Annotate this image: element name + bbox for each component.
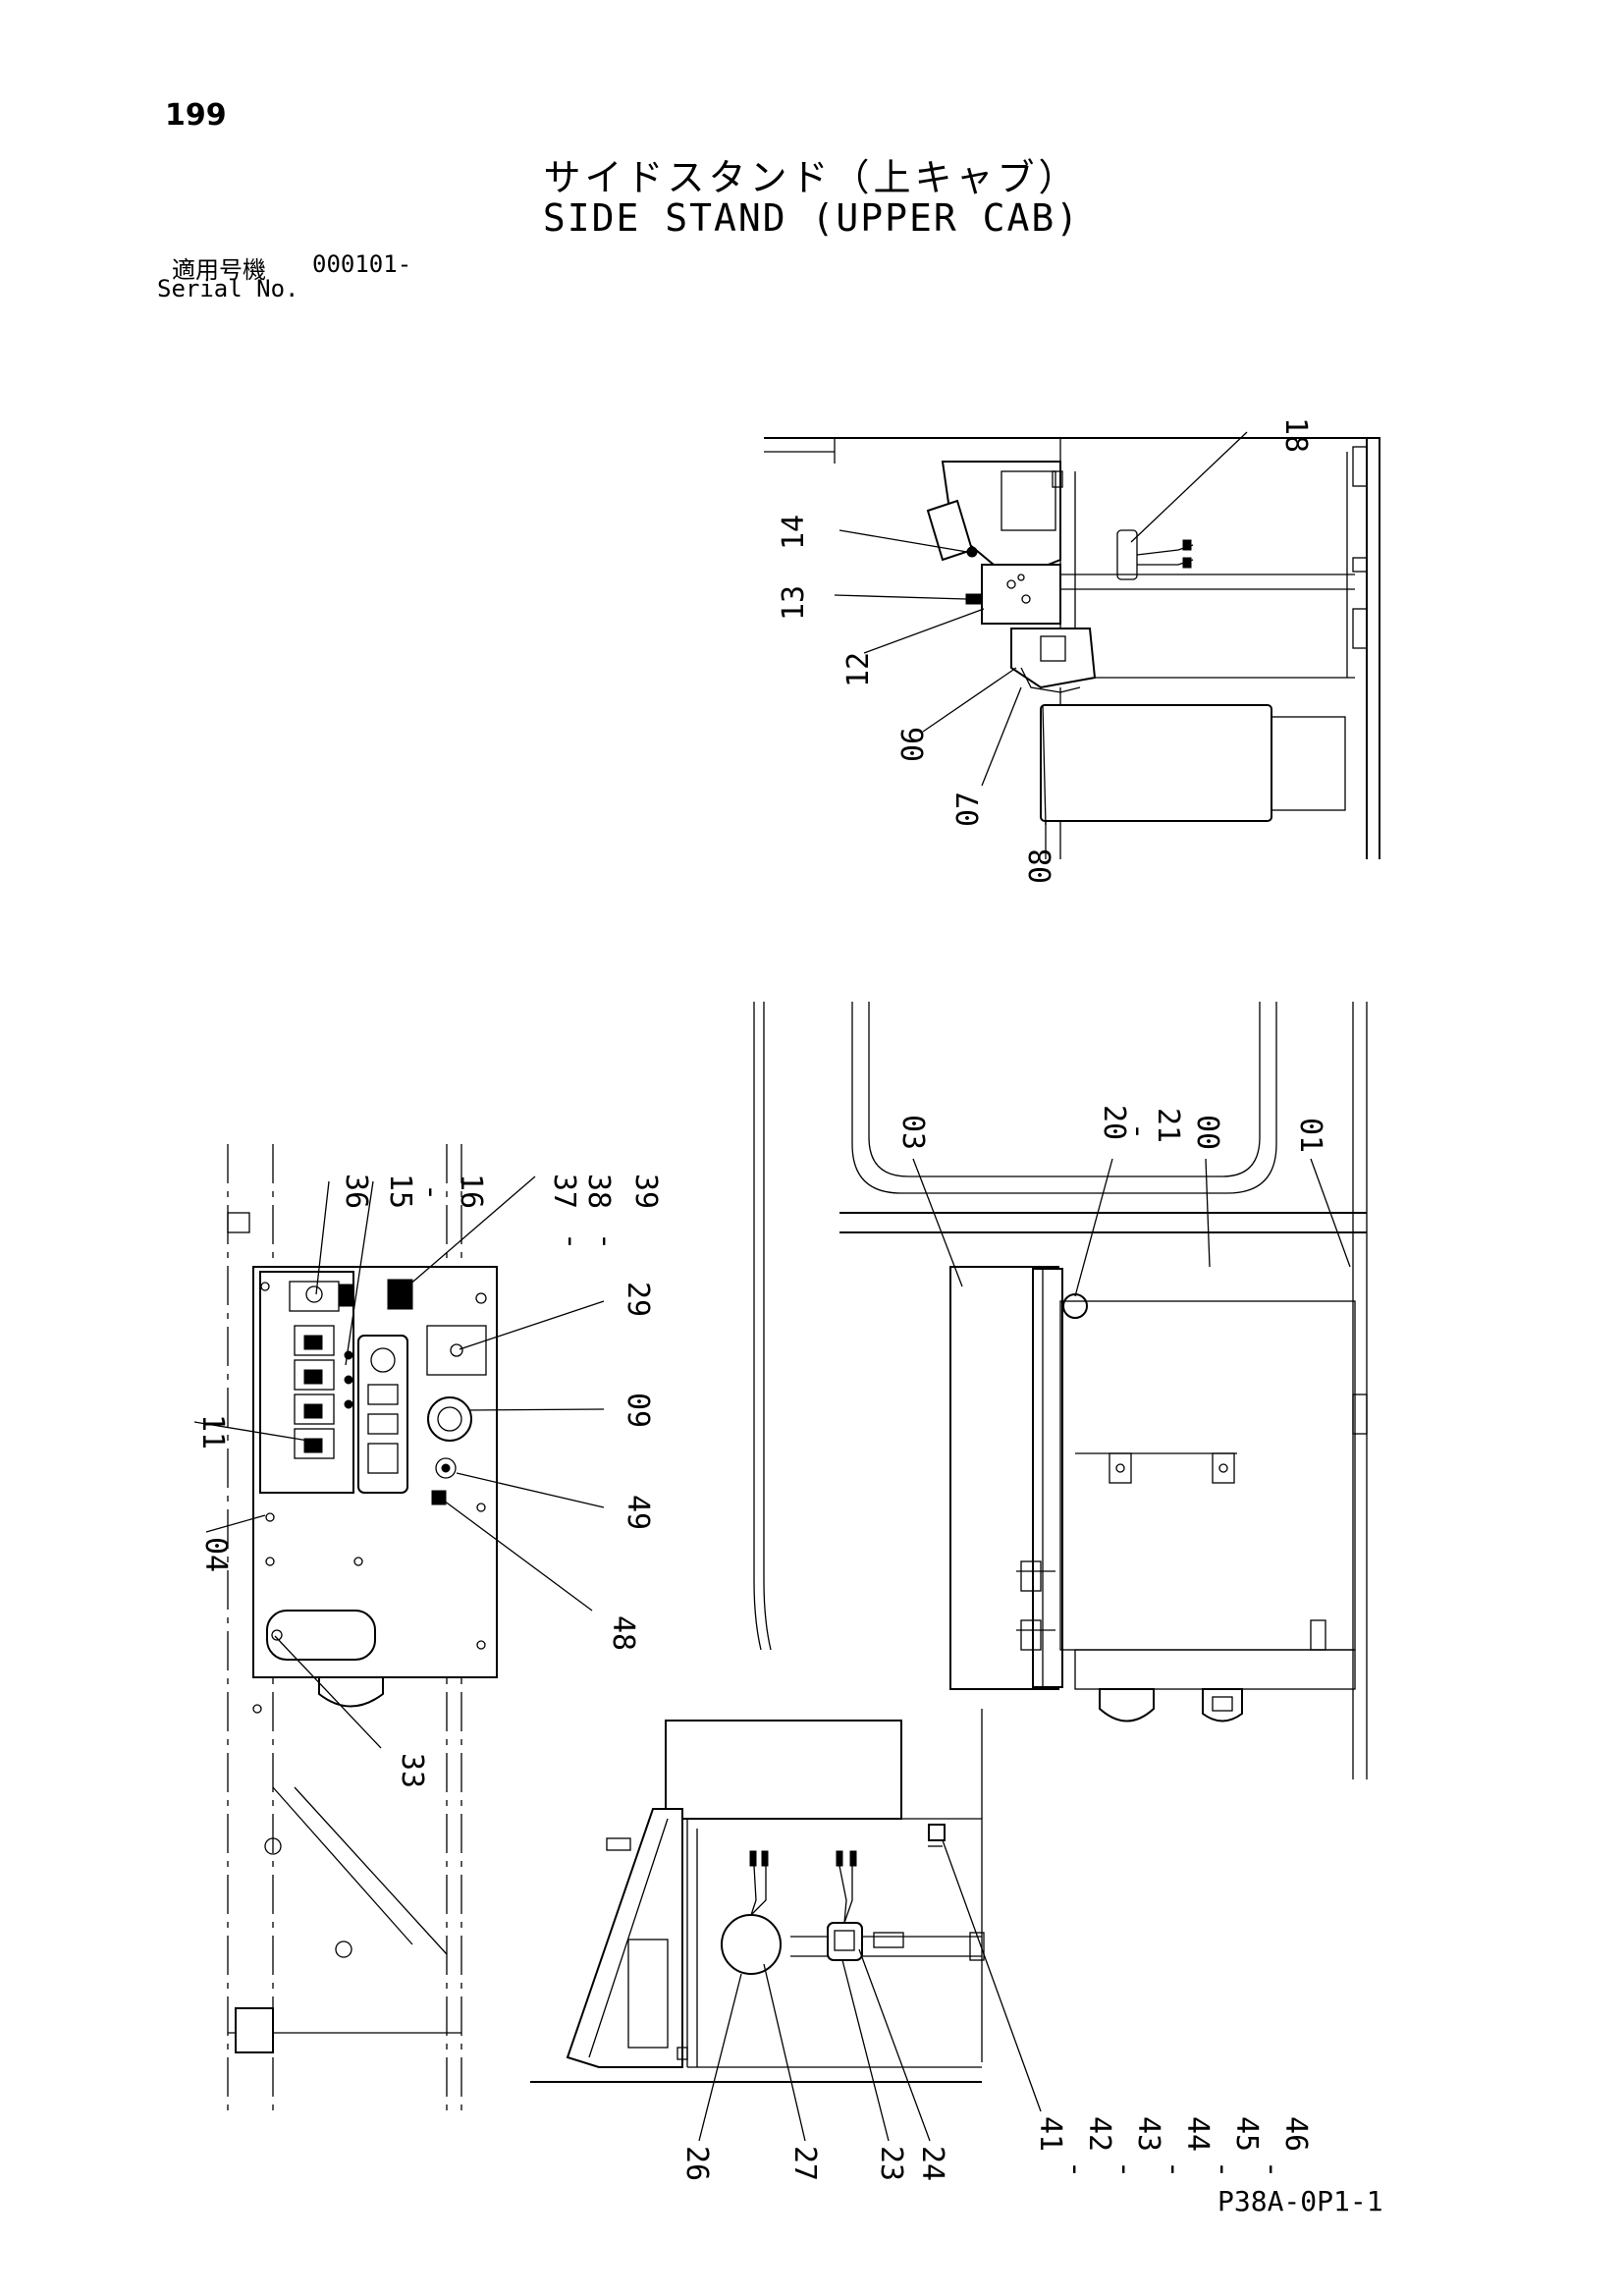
callout-09: 09 (621, 1393, 655, 1428)
callout-41-dash: - (1058, 2160, 1093, 2178)
callout-46: 46 (1278, 2116, 1313, 2152)
callout-07: 07 (951, 792, 986, 827)
callout-37: 37 (547, 1174, 581, 1209)
leader-lines-left (193, 1175, 605, 1749)
callout-24: 24 (915, 2146, 949, 2181)
document-code: P38A-0P1-1 (1217, 2185, 1383, 2217)
callout-12: 12 (841, 652, 876, 687)
callout-44-dash: - (1206, 2160, 1240, 2178)
callout-18: 18 (1278, 417, 1313, 453)
callout-27: 27 (787, 2146, 822, 2181)
callout-26: 26 (679, 2146, 714, 2181)
callout-20: 20 (1097, 1105, 1131, 1140)
callout-16: 16 (454, 1174, 488, 1209)
callout-14: 14 (777, 515, 811, 550)
leader-lines-top (834, 431, 1248, 826)
callout-21: 21 (1151, 1108, 1185, 1143)
callout-23: 23 (874, 2146, 908, 2181)
callout-20-dash: - (1121, 1122, 1156, 1140)
callout-42-dash: - (1108, 2160, 1142, 2178)
callout-38-dash: - (588, 1232, 622, 1250)
serial-label-english: Serial No. (157, 275, 299, 302)
callout-13: 13 (777, 585, 811, 621)
top-right-view (764, 437, 1380, 859)
callout-44: 44 (1180, 2116, 1215, 2152)
callout-45: 45 (1229, 2116, 1264, 2152)
callout-11: 11 (195, 1414, 230, 1449)
page-title-japanese: サイドスタンド（上キャブ） (543, 156, 1080, 199)
callout-37-dash: - (554, 1232, 588, 1250)
callout-49: 49 (621, 1495, 655, 1530)
page-number: 199 (165, 98, 227, 133)
callout-39: 39 (628, 1174, 663, 1209)
leader-lines-center (698, 1158, 1351, 2142)
page-title-english: SIDE STAND (UPPER CAB) (542, 196, 1081, 240)
callout-33: 33 (395, 1753, 429, 1788)
callout-41: 41 (1033, 2116, 1067, 2152)
serial-label-japanese: 適用号機 (172, 256, 266, 284)
callout-01: 01 (1293, 1118, 1327, 1153)
callout-29: 29 (621, 1282, 655, 1317)
callout-00: 00 (1190, 1115, 1224, 1150)
callout-06: 06 (896, 727, 931, 762)
callout-03: 03 (895, 1115, 930, 1150)
serial-number-value: 000101- (312, 250, 412, 278)
main-view (530, 1002, 1368, 2083)
callout-43: 43 (1131, 2116, 1165, 2152)
callout-38: 38 (581, 1174, 616, 1209)
callout-36: 36 (339, 1174, 373, 1209)
left-panel-view (227, 1144, 498, 2111)
callout-04: 04 (198, 1537, 233, 1572)
callout-42: 42 (1082, 2116, 1116, 2152)
callout-labels: 18 14 13 12 06 07 08 36 15 - 16 37 - 38 … (195, 417, 1327, 2181)
callout-15-dash: - (414, 1183, 449, 1201)
callout-08: 08 (1024, 848, 1058, 884)
callout-48: 48 (606, 1615, 640, 1651)
callout-45-dash: - (1255, 2160, 1289, 2178)
callout-15: 15 (383, 1174, 417, 1209)
callout-43-dash: - (1157, 2160, 1191, 2178)
